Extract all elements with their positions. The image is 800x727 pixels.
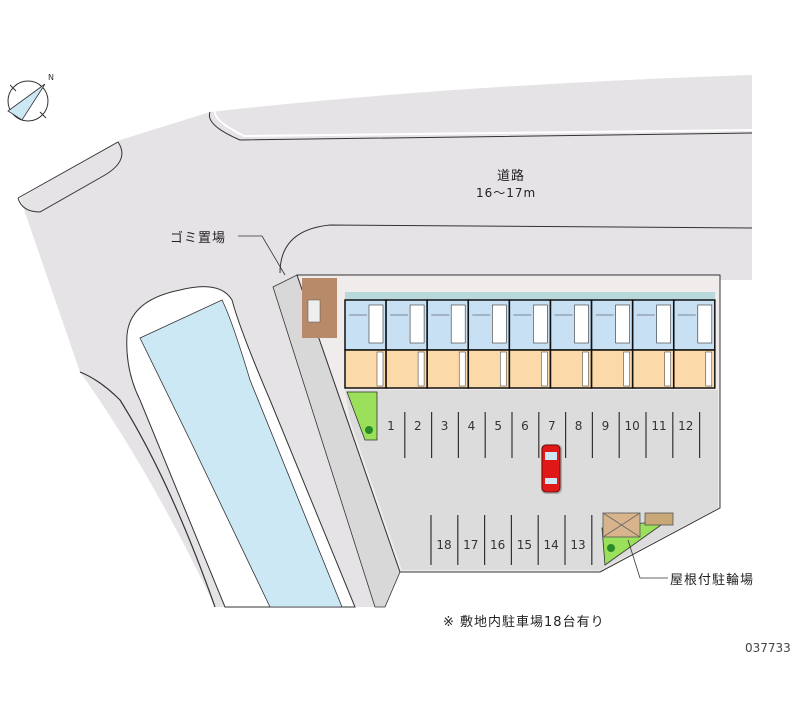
parking-space-number: 14 — [544, 538, 559, 552]
bicycle-shed — [602, 512, 674, 538]
canal-water — [139, 299, 343, 608]
north-label: N — [48, 73, 54, 82]
parking-note: ※ 敷地内駐車場18台有り — [443, 615, 605, 630]
tree-icon — [365, 426, 373, 434]
parking-space-number: 6 — [521, 419, 529, 433]
parking-space-number: 16 — [490, 538, 505, 552]
apartment-unit — [385, 299, 428, 389]
bicycle-parking-label: 屋根付駐輪場 — [670, 573, 755, 588]
leader-line — [238, 235, 286, 276]
road-curb — [208, 111, 753, 141]
parking-space-number: 3 — [441, 419, 449, 433]
parking-space-number: 15 — [517, 538, 532, 552]
car-icon — [541, 444, 562, 494]
road-width: 16～17m — [476, 186, 537, 200]
sidewalk — [272, 274, 401, 608]
leader-line — [627, 539, 668, 579]
apartment-unit — [631, 299, 675, 389]
parking-space-number: 9 — [602, 419, 610, 433]
tree-icon — [607, 544, 615, 552]
apartment-unit — [673, 299, 716, 389]
road-name: 道路 — [497, 169, 526, 184]
apartment-unit — [426, 299, 469, 389]
apartment-unit — [590, 299, 634, 389]
road-curb — [279, 224, 753, 274]
parking-space-number: 4 — [468, 419, 476, 433]
property-code: 037733 — [745, 641, 791, 655]
parking-space-number: 5 — [494, 419, 502, 433]
road-curb — [17, 141, 123, 213]
parking-space-number: 1 — [387, 419, 395, 433]
parking-lines — [404, 412, 701, 565]
apartment-unit — [549, 299, 593, 389]
parking-space-number: 8 — [575, 419, 583, 433]
building — [344, 299, 716, 389]
parking-space-number: 11 — [651, 419, 666, 433]
garbage-label: ゴミ置場 — [170, 231, 227, 246]
parking-space-number: 18 — [436, 538, 451, 552]
road-curb — [79, 371, 216, 608]
north-arrow-icon: N — [7, 73, 54, 122]
garbage-box — [307, 299, 321, 323]
apartment-unit — [344, 299, 387, 389]
road-curb — [213, 109, 753, 138]
parking-space-number: 12 — [678, 419, 693, 433]
parking-space-number: 7 — [548, 419, 556, 433]
apartment-unit — [467, 299, 511, 389]
parking-space-number: 13 — [570, 538, 585, 552]
parking-space-number: 2 — [414, 419, 422, 433]
parking-space-number: 17 — [463, 538, 478, 552]
building-balcony — [345, 292, 715, 300]
apartment-unit — [508, 299, 552, 389]
parking-space-number: 10 — [625, 419, 640, 433]
